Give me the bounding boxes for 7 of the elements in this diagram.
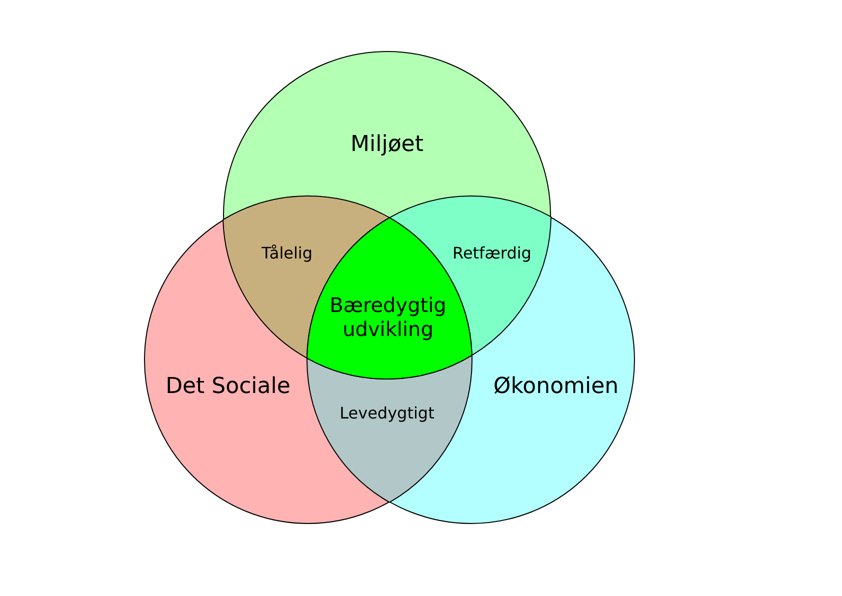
circle-label: Økonomien xyxy=(493,374,619,400)
overlap-label: Levedygtigt xyxy=(340,403,434,423)
circle-label: Det Sociale xyxy=(166,374,290,400)
overlap-label: Tålelig xyxy=(261,243,313,263)
circle-label: Miljøet xyxy=(350,132,424,158)
overlap-label: Bæredygtig udvikling xyxy=(328,293,448,341)
overlap-label: Retfærdig xyxy=(452,243,532,263)
